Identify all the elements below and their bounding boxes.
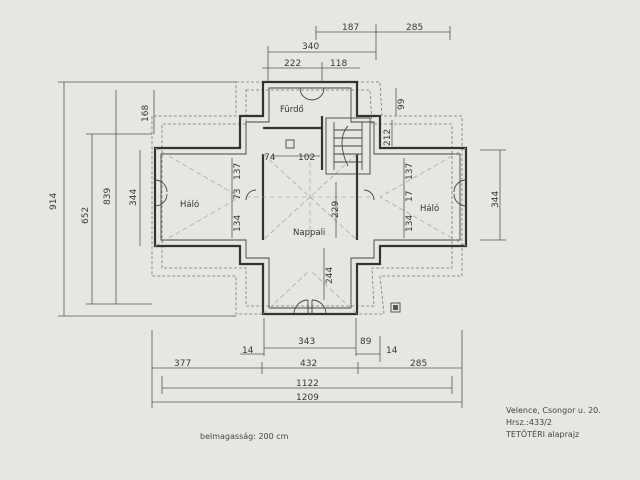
right-dimensions [391, 88, 506, 241]
dim-left-652: 652 [81, 207, 91, 224]
dim-inner-74: 74 [264, 153, 276, 163]
room-label-bathroom: Fürdő [280, 105, 304, 115]
dim-bottom-89: 89 [360, 337, 372, 347]
dim-right-344: 344 [491, 191, 501, 208]
parcel-note: Hrsz.:433/2 [506, 418, 552, 427]
doors-windows [154, 87, 467, 315]
dim-left-839: 839 [103, 188, 113, 205]
dim-inner-137-left: 137 [233, 163, 243, 180]
dim-left-344: 344 [129, 189, 139, 206]
dim-left-168: 168 [141, 105, 151, 122]
dim-inner-134-right: 134 [405, 215, 415, 232]
ceiling-height-note: belmagasság: 200 cm [200, 432, 289, 441]
staircase [333, 122, 363, 170]
dim-bottom-1209: 1209 [296, 393, 319, 403]
dim-top-118: 118 [330, 59, 347, 69]
dim-bath-99: 99 [397, 98, 407, 110]
room-label-bedroom-left: Háló [180, 199, 199, 210]
dim-bottom-14-right: 14 [386, 346, 398, 356]
address-note: Velence, Csongor u. 20. [506, 406, 601, 415]
top-dimensions [262, 24, 451, 82]
room-label-bedroom-right: Háló [420, 203, 439, 214]
dim-inner-17: 17 [405, 191, 415, 202]
dim-inner-137-right: 137 [405, 163, 415, 180]
dim-top-285: 285 [406, 23, 423, 33]
dim-inner-244: 244 [325, 267, 335, 284]
bottom-dimensions [151, 318, 463, 408]
dim-bottom-1122: 1122 [296, 379, 319, 389]
dim-inner-229: 229 [331, 201, 341, 218]
dim-top-187: 187 [342, 23, 359, 33]
dim-bottom-285: 285 [410, 359, 427, 369]
dim-bottom-14-left: 14 [242, 346, 254, 356]
dim-stair-212: 212 [383, 129, 393, 146]
dim-top-222: 222 [284, 59, 301, 69]
dim-inner-73: 73 [233, 189, 243, 200]
dim-bottom-343: 343 [298, 337, 315, 347]
inner-dimension-lines [231, 155, 405, 300]
dim-bottom-432: 432 [300, 359, 317, 369]
plan-title: TETŐTÉRI alaprajz [505, 428, 579, 439]
dim-inner-134-left: 134 [233, 215, 243, 232]
dim-top-340: 340 [302, 42, 319, 52]
dim-left-914: 914 [49, 193, 59, 210]
left-dimensions [58, 81, 236, 317]
dim-bottom-377: 377 [174, 359, 191, 369]
dim-inner-102: 102 [298, 153, 315, 163]
roof-ridge-lines [154, 147, 467, 315]
room-label-living: Nappali [293, 228, 325, 238]
